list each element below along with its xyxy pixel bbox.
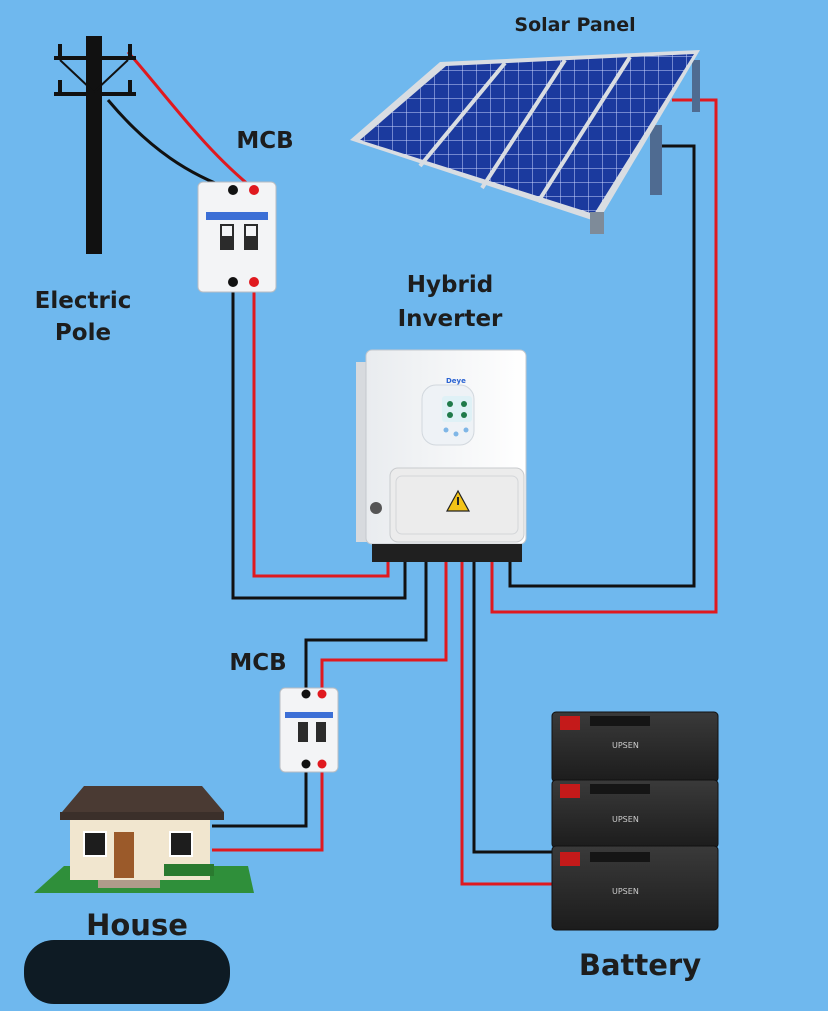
mcb-top — [197, 181, 277, 293]
mcb-bottom — [279, 687, 339, 773]
wire-inverter-battery-black — [472, 560, 560, 854]
battery-brand-text: UPSEN — [612, 887, 639, 896]
wire-solar-inverter-black — [508, 144, 696, 588]
wire-pole-mcb-black — [106, 99, 234, 192]
battery-brand-text: UPSEN — [612, 815, 639, 824]
hybrid-inverter-label-line2: Inverter — [397, 306, 503, 332]
wire-inverter-mcb-red — [320, 560, 448, 690]
mcb-bottom-label: MCB — [229, 650, 287, 676]
wire-mcb-inverter-red — [252, 280, 390, 578]
battery-brand-text: UPSEN — [612, 741, 639, 750]
house — [34, 786, 254, 893]
wire-inverter-mcb-black — [304, 560, 428, 690]
battery-module: UPSEN — [551, 845, 719, 931]
hybrid-inverter-label-line1: Hybrid — [406, 272, 494, 298]
solar-panel-label: Solar Panel — [514, 14, 636, 36]
wire-inverter-battery-red — [460, 560, 560, 886]
solar-panel — [350, 50, 700, 234]
warning-triangle-icon — [445, 489, 471, 512]
electric-pole-label-line1: Electric — [34, 288, 132, 314]
battery-module: UPSEN — [551, 779, 719, 849]
battery-label: Battery — [578, 948, 702, 982]
mcb-top-label: MCB — [236, 128, 294, 154]
wire-solar-inverter-red — [490, 98, 718, 614]
wire-mcb-house-red — [212, 770, 324, 852]
battery-module: UPSEN — [551, 711, 719, 783]
electric-pole — [54, 36, 136, 254]
inverter-brand-text: Deye — [446, 377, 466, 385]
house-label: House — [86, 908, 188, 942]
electric-pole-label-line2: Pole — [54, 320, 112, 346]
wire-mcb-house-black — [212, 770, 308, 828]
bottom-left-object — [24, 940, 230, 1004]
hybrid-inverter — [356, 349, 527, 562]
battery-stack: UPSEN UPSEN UPSEN — [551, 711, 719, 931]
wires — [106, 51, 718, 886]
wire-pole-mcb-red — [126, 51, 256, 192]
wire-mcb-inverter-black — [231, 280, 407, 600]
